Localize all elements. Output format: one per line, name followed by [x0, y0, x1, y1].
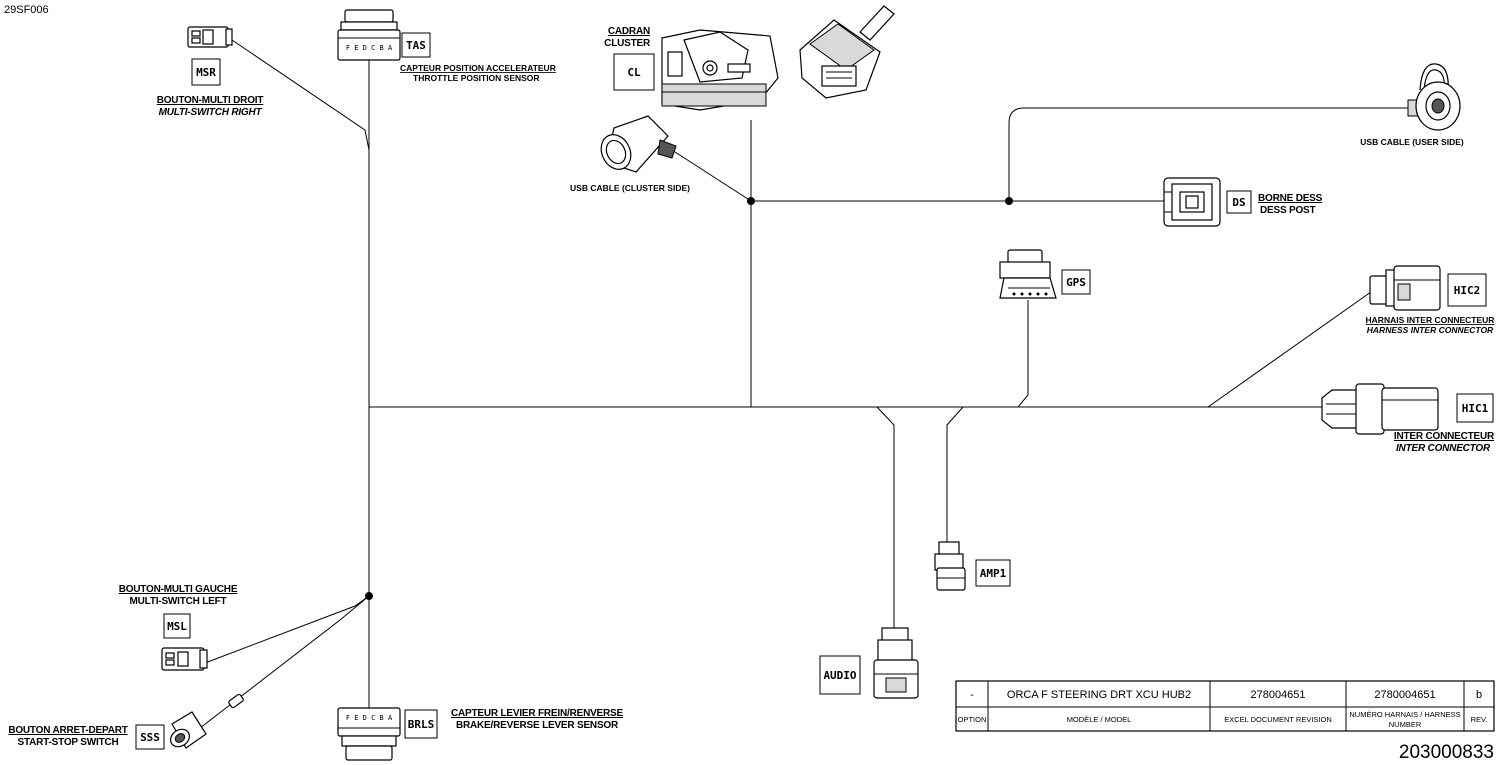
sss-label-en: START-STOP SWITCH: [17, 737, 118, 748]
model-header: MODÈLE / MODEL: [1067, 715, 1132, 724]
hic1-connector-icon: [1321, 383, 1439, 435]
msr-connector-icon: [187, 26, 233, 48]
rev-header: REV.: [1471, 715, 1488, 724]
msl-connector-icon: [161, 647, 208, 671]
brls-pin-labels: F E D C B A: [346, 714, 393, 722]
cl-label-fr: CADRAN: [608, 26, 650, 37]
hic2-code: HIC2: [1454, 284, 1481, 297]
tas-pin-labels: F E D C B A: [346, 44, 393, 52]
connector-usb-cluster-side[interactable]: USB CABLE (CLUSTER SIDE): [570, 115, 690, 193]
cluster-mating-connector-icon: [799, 5, 895, 99]
cl-label-en: CLUSTER: [604, 38, 651, 49]
connector-amp1[interactable]: AMP1: [934, 541, 1011, 591]
sss-connector-icon: [170, 711, 207, 749]
harness-number-header-line2: NUMBER: [1389, 720, 1422, 729]
msr-label-en: MULTI-SWITCH RIGHT: [159, 107, 263, 118]
msl-label-fr: BOUTON-MULTI GAUCHE: [119, 584, 238, 595]
tas-label-fr: CAPTEUR POSITION ACCELERATEUR: [400, 63, 556, 73]
hic1-code-box: [1456, 393, 1494, 423]
gps-code: GPS: [1066, 276, 1086, 289]
sss-inline-sleeve-icon: [228, 693, 244, 709]
brls-label-fr: CAPTEUR LEVIER FREIN/RENVERSE: [451, 708, 624, 719]
cl-code-box: [613, 53, 655, 91]
msl-code: MSL: [167, 620, 187, 633]
amp1-code: AMP1: [980, 567, 1007, 580]
usb-user-label: USB CABLE (USER SIDE): [1360, 137, 1464, 147]
connector-hic2[interactable]: HIC2 HARNAIS INTER CONNECTEUR HARNESS IN…: [1366, 265, 1495, 335]
gps-code-box: [1061, 269, 1091, 295]
tas-label-en: THROTTLE POSITION SENSOR: [413, 73, 540, 83]
msl-label-en: MULTI-SWITCH LEFT: [130, 596, 227, 607]
option-header: OPTION: [958, 715, 987, 724]
msl-code-box: [163, 613, 191, 639]
connector-cluster[interactable]: CADRAN CLUSTER CL: [604, 5, 895, 111]
msr-label-fr: BOUTON-MULTI DROIT: [157, 95, 264, 106]
ds-label-en: DESS POST: [1260, 205, 1316, 216]
connector-gps[interactable]: GPS: [999, 249, 1091, 299]
title-block: - ORCA F STEERING DRT XCU HUB2 278004651…: [955, 680, 1495, 732]
splice-node: [1005, 197, 1013, 205]
tas-code-box: [401, 32, 431, 58]
audio-code-box: [819, 655, 861, 695]
hic1-label-en: INTER CONNECTOR: [1396, 443, 1491, 454]
drawing-code: 29SF006: [4, 4, 49, 16]
hic1-code: HIC1: [1462, 402, 1489, 415]
connector-sss[interactable]: SSS BOUTON ARRET-DEPART START-STOP SWITC…: [8, 693, 244, 751]
amp1-code-box: [975, 559, 1011, 587]
sss-code: SSS: [140, 731, 160, 744]
cl-code: CL: [627, 66, 641, 79]
ds-code: DS: [1232, 196, 1245, 209]
brls-label-en: BRAKE/REVERSE LEVER SENSOR: [456, 720, 619, 731]
hic2-connector-icon: [1369, 265, 1441, 311]
harness-number-header-line1: NUMÉRO HARNAIS / HARNESS: [1349, 710, 1460, 719]
brls-code-box: [404, 709, 438, 739]
connector-audio[interactable]: AUDIO: [819, 627, 919, 699]
usb-cluster-label: USB CABLE (CLUSTER SIDE): [570, 183, 690, 193]
hic2-label-en: HARNESS INTER CONNECTOR: [1367, 325, 1494, 335]
usb-cluster-connector-icon: [600, 115, 677, 173]
msr-code: MSR: [196, 66, 216, 79]
audio-code: AUDIO: [823, 669, 856, 682]
audio-connector-icon: [873, 627, 919, 699]
splice-node: [365, 592, 373, 600]
harness-wires: [199, 39, 1412, 729]
brls-code: BRLS: [408, 718, 435, 731]
connector-hic1[interactable]: HIC1 INTER CONNECTEUR INTER CONNECTOR: [1321, 383, 1495, 454]
part-number: 203000833: [1399, 742, 1494, 763]
hic1-label-fr: INTER CONNECTEUR: [1394, 431, 1495, 442]
connector-msl[interactable]: BOUTON-MULTI GAUCHE MULTI-SWITCH LEFT MS…: [119, 584, 238, 671]
amp1-connector-icon: [934, 541, 966, 591]
model-value: ORCA F STEERING DRT XCU HUB2: [1007, 689, 1191, 701]
connector-usb-user-side[interactable]: USB CABLE (USER SIDE): [1360, 63, 1464, 147]
connector-ds[interactable]: DS BORNE DESS DESS POST: [1163, 177, 1323, 227]
sss-code-box: [135, 724, 165, 750]
sss-label-fr: BOUTON ARRET-DEPART: [8, 725, 127, 736]
option-value: -: [970, 689, 974, 701]
msr-code-box: [191, 58, 221, 86]
rev-value: b: [1476, 689, 1482, 701]
ds-connector-icon: [1163, 177, 1221, 227]
ds-code-box: [1226, 190, 1252, 214]
connector-tas[interactable]: F E D C B A TAS CAPTEUR POSITION ACCELER…: [337, 9, 556, 83]
hic2-code-box: [1447, 273, 1487, 307]
hic2-label-fr: HARNAIS INTER CONNECTEUR: [1366, 315, 1495, 325]
brls-connector-icon: [337, 707, 401, 761]
tas-connector-icon: [337, 9, 401, 61]
splice-node: [747, 197, 755, 205]
excel-revision-value: 278004651: [1250, 689, 1305, 701]
harness-number-value: 2780004651: [1374, 689, 1435, 701]
excel-revision-header: EXCEL DOCUMENT REVISION: [1224, 715, 1332, 724]
ds-label-fr: BORNE DESS: [1258, 193, 1323, 204]
cluster-connector-icon: [661, 29, 779, 111]
connector-msr[interactable]: MSR BOUTON-MULTI DROIT MULTI-SWITCH RIGH…: [157, 26, 264, 118]
tas-code: TAS: [406, 39, 426, 52]
usb-user-connector-icon: [1407, 63, 1461, 131]
connector-brls[interactable]: F E D C B A BRLS CAPTEUR LEVIER FREIN/RE…: [337, 707, 624, 761]
gps-connector-icon: [999, 249, 1057, 299]
